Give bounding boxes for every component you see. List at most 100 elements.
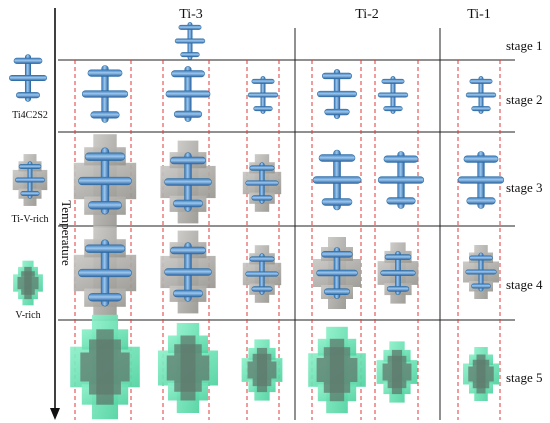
stage2-ti1-crystal-1	[465, 76, 497, 114]
legend-label-ti4c2s2: Ti4C2S2	[12, 110, 48, 121]
crystal-branch	[321, 251, 353, 258]
crystal-branch	[377, 176, 425, 184]
core-block	[89, 339, 121, 353]
crystal-branch	[318, 154, 356, 162]
crystal-branch	[164, 268, 212, 276]
crystal-branch	[253, 106, 273, 112]
crystal-branch	[173, 199, 203, 208]
core-block	[252, 353, 272, 362]
stage2-ti2-crystal-1	[317, 69, 357, 119]
column-header-ti3: Ti-3	[179, 7, 203, 22]
core-block	[323, 347, 351, 358]
crystal-branch	[180, 52, 200, 58]
crystal-branch	[170, 156, 206, 165]
core-block	[316, 358, 358, 382]
crystal-branch	[249, 165, 275, 171]
core-block	[80, 352, 130, 382]
crystal-branch	[381, 78, 405, 84]
temperature-arrow-head	[50, 408, 60, 420]
inner-blue-crystal	[245, 162, 279, 204]
crystal-branch	[84, 244, 126, 253]
core-block	[323, 382, 351, 393]
crystal-branch	[88, 293, 122, 302]
crystal-branch	[251, 78, 275, 84]
crystal-branch	[465, 269, 497, 275]
crystal-branch	[170, 246, 206, 255]
crystal-branch	[380, 270, 416, 276]
stage-label-2: stage 2	[506, 92, 542, 107]
crystal-branch	[383, 155, 419, 163]
stage5-ti3-crystal-3	[241, 339, 283, 401]
column-header-ti2: Ti-2	[355, 7, 379, 22]
core-block	[252, 378, 272, 387]
core-block	[387, 380, 407, 389]
inner-blue-crystal	[15, 161, 45, 199]
crystal-branch	[386, 197, 416, 205]
crystal-branch	[321, 72, 353, 80]
stage-label-3: stage 3	[506, 180, 542, 195]
crystal-branch	[312, 176, 362, 184]
stage-label-1: stage 1	[506, 38, 542, 53]
legend-blue-crystal	[8, 54, 48, 102]
crystal-branch	[173, 110, 203, 118]
crystal-branch	[251, 286, 273, 292]
stage2-ti3-crystal-1	[81, 65, 129, 123]
crystal-branch	[377, 92, 409, 98]
crystal-branch	[164, 178, 212, 186]
stage1-ti3-crystal	[174, 22, 206, 60]
crystal-branch	[383, 106, 403, 112]
crystal-branch	[471, 106, 491, 112]
stage5-ti2-crystal-1	[308, 326, 366, 414]
crystal-branch	[90, 111, 120, 119]
stage-label-5: stage 5	[506, 370, 542, 385]
core-block	[472, 359, 490, 367]
temperature-axis-label: Temperature	[59, 200, 74, 266]
crystal-branch	[245, 271, 279, 277]
crystal-branch	[174, 38, 206, 44]
core-block	[382, 363, 412, 381]
core-block	[174, 344, 202, 356]
stage5-ti1-crystal-1	[463, 347, 499, 401]
crystal-branch	[178, 24, 202, 30]
inner-blue-crystal	[245, 253, 279, 295]
crystal-branch	[386, 286, 410, 292]
stage5-ti3-crystal-1	[70, 314, 140, 420]
crystal-branch	[87, 69, 123, 77]
inner-blue-crystal	[465, 252, 497, 292]
core-block	[387, 355, 407, 364]
crystal-branch	[173, 289, 203, 298]
crystal-branch	[78, 268, 132, 278]
inner-blue-crystal	[78, 147, 132, 215]
core-block	[247, 361, 277, 379]
crystal-branch	[316, 269, 358, 277]
stage3-ti1-crystal-1	[457, 151, 505, 209]
crystal-branch	[84, 152, 126, 161]
crystal-branch	[471, 283, 491, 289]
crystal-branch	[18, 164, 42, 169]
crystal-branch	[465, 92, 497, 98]
stage3-ti2-crystal-1	[312, 149, 362, 211]
inner-blue-crystal	[380, 251, 416, 295]
dashed-guides	[74, 60, 501, 420]
crystal-branch	[20, 191, 40, 196]
stage2-ti2-crystal-2	[377, 76, 409, 114]
legend-label-v-rich: V-rich	[15, 310, 40, 321]
crystal-branch	[321, 198, 353, 206]
crystal-branch	[251, 195, 273, 201]
crystal-branch	[469, 255, 493, 261]
crystal-branch	[466, 197, 496, 205]
stage2-ti3-crystal-2	[165, 66, 211, 122]
crystal-branch	[15, 92, 40, 99]
core-block	[89, 381, 121, 395]
crystal-branch	[469, 78, 493, 84]
crystal-branch	[384, 254, 412, 260]
crystal-branch	[249, 256, 275, 262]
column-header-ti1: Ti-1	[467, 7, 491, 22]
stage5-ti2-crystal-2	[376, 341, 418, 403]
crystal-branch	[457, 176, 505, 184]
crystal-branch	[463, 155, 499, 163]
crystal-branch	[165, 90, 211, 98]
inner-blue-crystal	[164, 242, 212, 302]
